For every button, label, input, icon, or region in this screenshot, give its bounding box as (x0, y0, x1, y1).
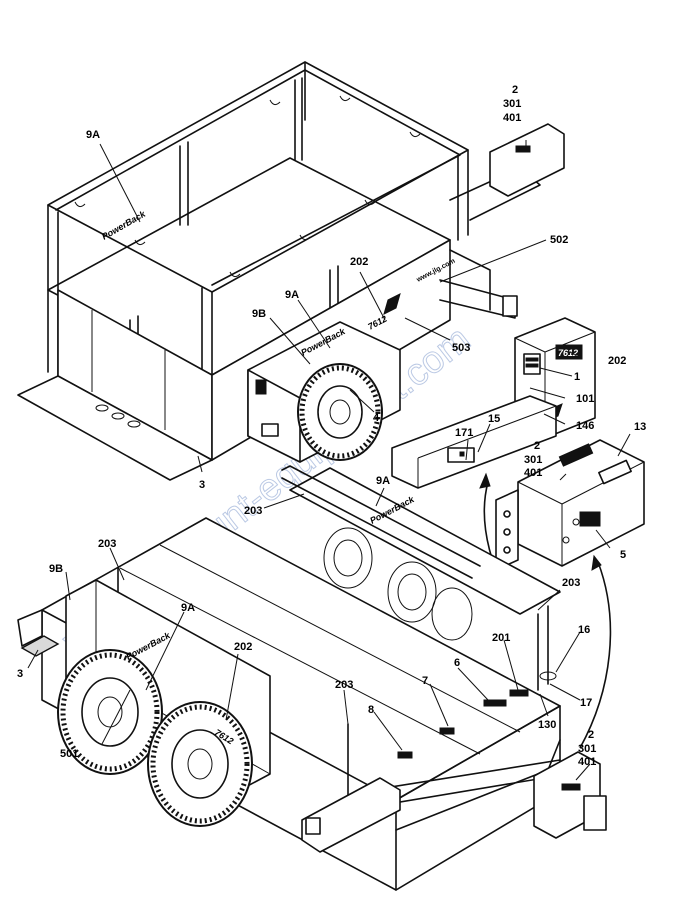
callout-lower-17: 17 (580, 697, 592, 709)
callout-upper-502: 502 (550, 234, 568, 246)
callout-lower-203-c: 203 (562, 577, 580, 589)
callout-lower-203-b: 203 (98, 538, 116, 550)
callout-tongue-301: 301 (524, 454, 542, 466)
callout-tongue-15: 15 (488, 413, 500, 425)
callout-upper-9a-left: 9A (86, 129, 100, 141)
lower-decal-201 (509, 689, 529, 697)
callout-box-101: 101 (576, 393, 594, 405)
lower-trailer-illustration: PowerBack PowerBack 7612 (17, 465, 607, 891)
callout-upper-2: 2 (512, 84, 518, 96)
callout-tongue-401: 401 (524, 467, 542, 479)
callout-box-1: 1 (574, 371, 580, 383)
callout-upper-9a-mid: 9A (285, 289, 299, 301)
callout-upper-503: 503 (452, 342, 470, 354)
callout-lower-201: 201 (492, 632, 510, 644)
callout-lower-9a-top: 9A (376, 475, 390, 487)
callout-lower-3: 3 (17, 668, 23, 680)
tongue-detail (391, 395, 557, 489)
callout-lower-130: 130 (538, 719, 556, 731)
callout-upper-9b: 9B (252, 308, 266, 320)
callout-lower-501: 501 (60, 748, 78, 760)
callout-lower-203-d: 203 (335, 679, 353, 691)
lower-decal-6 (483, 699, 507, 707)
callout-upper-4: 4 (373, 412, 380, 424)
upper-logo-decal (383, 293, 401, 315)
callout-upper-401: 401 (503, 112, 521, 124)
upper-powerback-rail-decal: PowerBack (100, 208, 148, 241)
svg-text:PowerBack: PowerBack (100, 208, 148, 241)
callout-lower-202: 202 (234, 641, 252, 653)
callouts: 9A 2 301 401 502 202 9A 9B 503 4 3 202 1… (17, 84, 646, 768)
callout-lower-9a: 9A (181, 602, 195, 614)
callout-upper-202: 202 (350, 256, 368, 268)
box-model-decal: 7612 (558, 348, 578, 358)
callout-tongue-2: 2 (534, 440, 540, 452)
callout-lower-16: 16 (578, 624, 590, 636)
lower-decal-8 (397, 751, 413, 759)
callout-lower-2: 2 (588, 729, 594, 741)
callout-lower-9b: 9B (49, 563, 63, 575)
arrow-jack-to-tongue (579, 561, 612, 749)
callout-upper-301: 301 (503, 98, 521, 110)
callout-lower-6: 6 (454, 657, 460, 669)
callout-box-202: 202 (608, 355, 626, 367)
callout-lower-301: 301 (578, 743, 596, 755)
upper-trailer-illustration: PowerBack PowerBack 7612 www.jlg.com (17, 61, 565, 481)
leader-lines (27, 140, 631, 781)
callout-tongue-5: 5 (620, 549, 626, 561)
callout-lower-7: 7 (422, 675, 428, 687)
callout-tongue-171: 171 (455, 427, 473, 439)
lower-decal-7 (439, 727, 455, 735)
callout-upper-3: 3 (199, 479, 205, 491)
callout-lower-401: 401 (578, 756, 596, 768)
callout-tongue-13: 13 (634, 421, 646, 433)
callout-lower-203-a: 203 (244, 505, 262, 517)
jack-detail (495, 439, 645, 571)
callout-lower-8: 8 (368, 704, 374, 716)
callout-box-146: 146 (576, 420, 594, 432)
